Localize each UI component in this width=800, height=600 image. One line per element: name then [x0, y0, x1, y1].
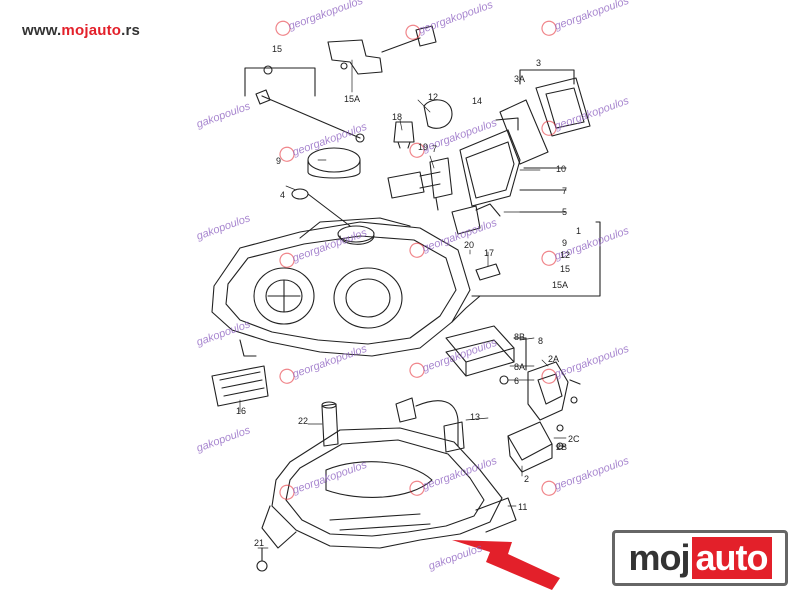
label-2b: 2B — [556, 442, 567, 452]
label-16: 16 — [236, 406, 246, 416]
label-21: 21 — [254, 538, 264, 548]
label-2: 2 — [524, 474, 529, 484]
label-4: 4 — [280, 190, 285, 200]
label-5: 5 — [562, 207, 567, 217]
filter-16 — [211, 365, 269, 407]
bulb-19 — [387, 171, 441, 199]
label-15a-right: 15A — [552, 280, 568, 290]
label-1: 1 — [576, 226, 581, 236]
label-8b: 8B — [514, 332, 525, 342]
label-14: 14 — [472, 96, 482, 106]
wiring-13 — [395, 397, 465, 453]
svg-text:gakopoulos: gakopoulos — [195, 212, 252, 243]
label-11: 11 — [518, 502, 527, 512]
label-15-right: 15 — [560, 264, 570, 274]
headlight-housing — [211, 217, 481, 357]
bracket-2a — [527, 361, 581, 421]
module-2 — [507, 421, 553, 473]
url-prefix: www. — [22, 22, 62, 39]
label-2c: 2C — [568, 434, 580, 444]
site-url[interactable]: www.mojauto.rs — [22, 22, 140, 39]
sticker-17 — [475, 263, 501, 281]
label-6: 6 — [514, 376, 519, 386]
label-13: 13 — [470, 412, 480, 422]
svg-text:georgakopoulos: georgakopoulos — [553, 0, 631, 33]
svg-text:georgakopoulos: georgakopoulos — [291, 121, 369, 159]
igniter-7 — [429, 157, 453, 211]
label-3: 3 — [536, 58, 541, 68]
svg-text:georgakopoulos: georgakopoulos — [553, 95, 631, 133]
label-7-right: 7 — [562, 186, 567, 196]
leader-lines — [239, 59, 567, 549]
label-8: 8 — [538, 336, 543, 346]
svg-text:georgakopoulos: georgakopoulos — [421, 455, 499, 493]
label-10: 10 — [556, 164, 566, 174]
svg-text:gakopoulos: gakopoulos — [195, 424, 252, 455]
part-labels: 15 15A 3 3A 14 18 12 9 4 19 7 10 7 5 20 … — [236, 44, 581, 548]
cap-9 — [307, 147, 361, 179]
label-9-right: 9 — [562, 238, 567, 248]
label-12-right: 12 — [560, 250, 570, 260]
adjuster-15a — [327, 25, 437, 75]
label-7-top: 7 — [432, 144, 437, 154]
label-22: 22 — [298, 416, 308, 426]
screw-6 — [499, 375, 509, 385]
label-18: 18 — [392, 112, 402, 122]
label-3a: 3A — [514, 74, 525, 84]
label-8a: 8A — [514, 362, 525, 372]
bulbs-18-12 — [393, 99, 453, 149]
highlight-arrow — [452, 540, 560, 590]
svg-text:georgakopoulos: georgakopoulos — [553, 455, 631, 493]
label-2a: 2A — [548, 354, 559, 364]
url-brand: mojauto — [61, 22, 122, 39]
label-20: 20 — [464, 240, 474, 250]
mount-bolts-15 — [244, 65, 365, 143]
svg-text:georgakopoulos: georgakopoulos — [417, 0, 495, 37]
module-8 — [445, 325, 527, 377]
label-19: 19 — [418, 142, 428, 152]
fastener-4 — [291, 188, 351, 227]
label-17: 17 — [484, 248, 494, 258]
svg-text:georgakopoulos: georgakopoulos — [287, 0, 365, 33]
bulb-20 — [451, 203, 501, 235]
svg-text:georgakopoulos: georgakopoulos — [291, 227, 369, 265]
svg-text:georgakopoulos: georgakopoulos — [553, 343, 631, 381]
label-12: 12 — [428, 92, 438, 102]
label-15a-top: 15A — [344, 94, 360, 104]
post-22 — [321, 401, 339, 447]
url-suffix: .rs — [121, 22, 141, 39]
svg-text:gakopoulos: gakopoulos — [427, 542, 484, 573]
label-9: 9 — [276, 156, 281, 166]
screw-21 — [256, 547, 268, 572]
svg-text:gakopoulos: gakopoulos — [195, 100, 252, 131]
control-unit-3 — [499, 69, 591, 165]
label-15-top: 15 — [272, 44, 282, 54]
lower-housing-11 — [261, 427, 517, 549]
